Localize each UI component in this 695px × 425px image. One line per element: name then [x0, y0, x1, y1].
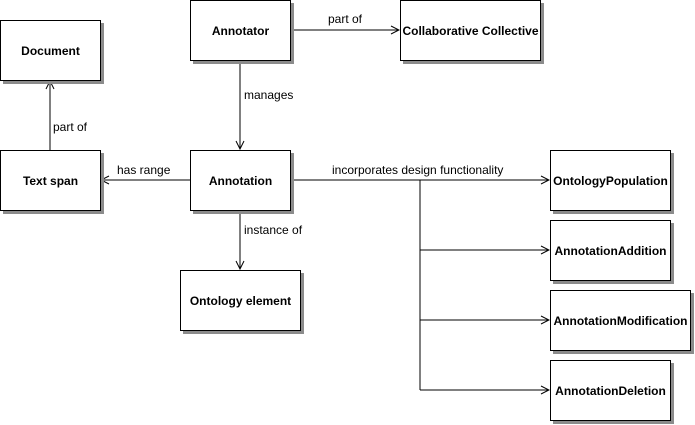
node-ontology-element[interactable]: Ontology element [180, 270, 301, 331]
label-manages: manages [244, 88, 294, 102]
node-text-span[interactable]: Text span [0, 150, 101, 211]
node-annotation-deletion[interactable]: AnnotationDeletion [550, 360, 671, 421]
node-ontology-population[interactable]: OntologyPopulation [550, 150, 671, 211]
label-incorporates: incorporates design functionality [332, 163, 504, 177]
node-annotator[interactable]: Annotator [190, 0, 291, 61]
node-annotation-modification[interactable]: AnnotationModification [550, 290, 691, 351]
label-has-range: has range [117, 163, 171, 177]
node-collaborative-collective[interactable]: Collaborative Collective [400, 0, 541, 61]
label-annotator-part-of: part of [328, 12, 363, 26]
label-text-span-part-of: part of [53, 120, 88, 134]
node-document[interactable]: Document [0, 20, 101, 81]
node-annotation[interactable]: Annotation [190, 150, 291, 211]
node-annotation-addition[interactable]: AnnotationAddition [550, 220, 671, 281]
label-instance-of: instance of [244, 223, 303, 237]
